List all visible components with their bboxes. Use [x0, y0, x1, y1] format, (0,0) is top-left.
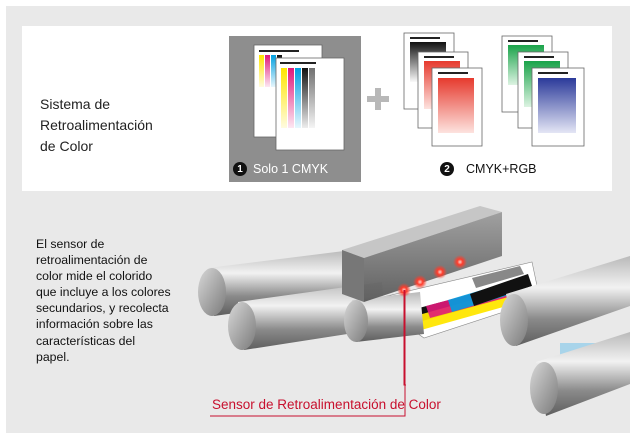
cmyk-test-sheets [253, 44, 345, 151]
rgb-test-sheets [403, 32, 585, 147]
sensor-callout-underline [210, 290, 406, 417]
option1-label: Solo 1 CMYK [253, 162, 329, 176]
option1-caption: 1 Solo 1 CMYK [233, 162, 328, 176]
number-badge-icon: 2 [440, 162, 454, 176]
option2-caption: 2 CMYK+RGB [440, 162, 537, 176]
sensor-description: El sensor de retroalimentación de color … [36, 237, 171, 364]
number-badge-icon: 1 [233, 162, 247, 176]
system-title: Sistema de Retroalimentación de Color [40, 96, 153, 154]
right-rollers [500, 256, 630, 416]
left-rollers [198, 250, 424, 350]
sensor-label: Sensor de Retroalimentación de Color [212, 397, 441, 412]
option2-label: CMYK+RGB [466, 162, 537, 176]
plus-icon [367, 88, 389, 110]
sensor-bar [342, 206, 502, 302]
